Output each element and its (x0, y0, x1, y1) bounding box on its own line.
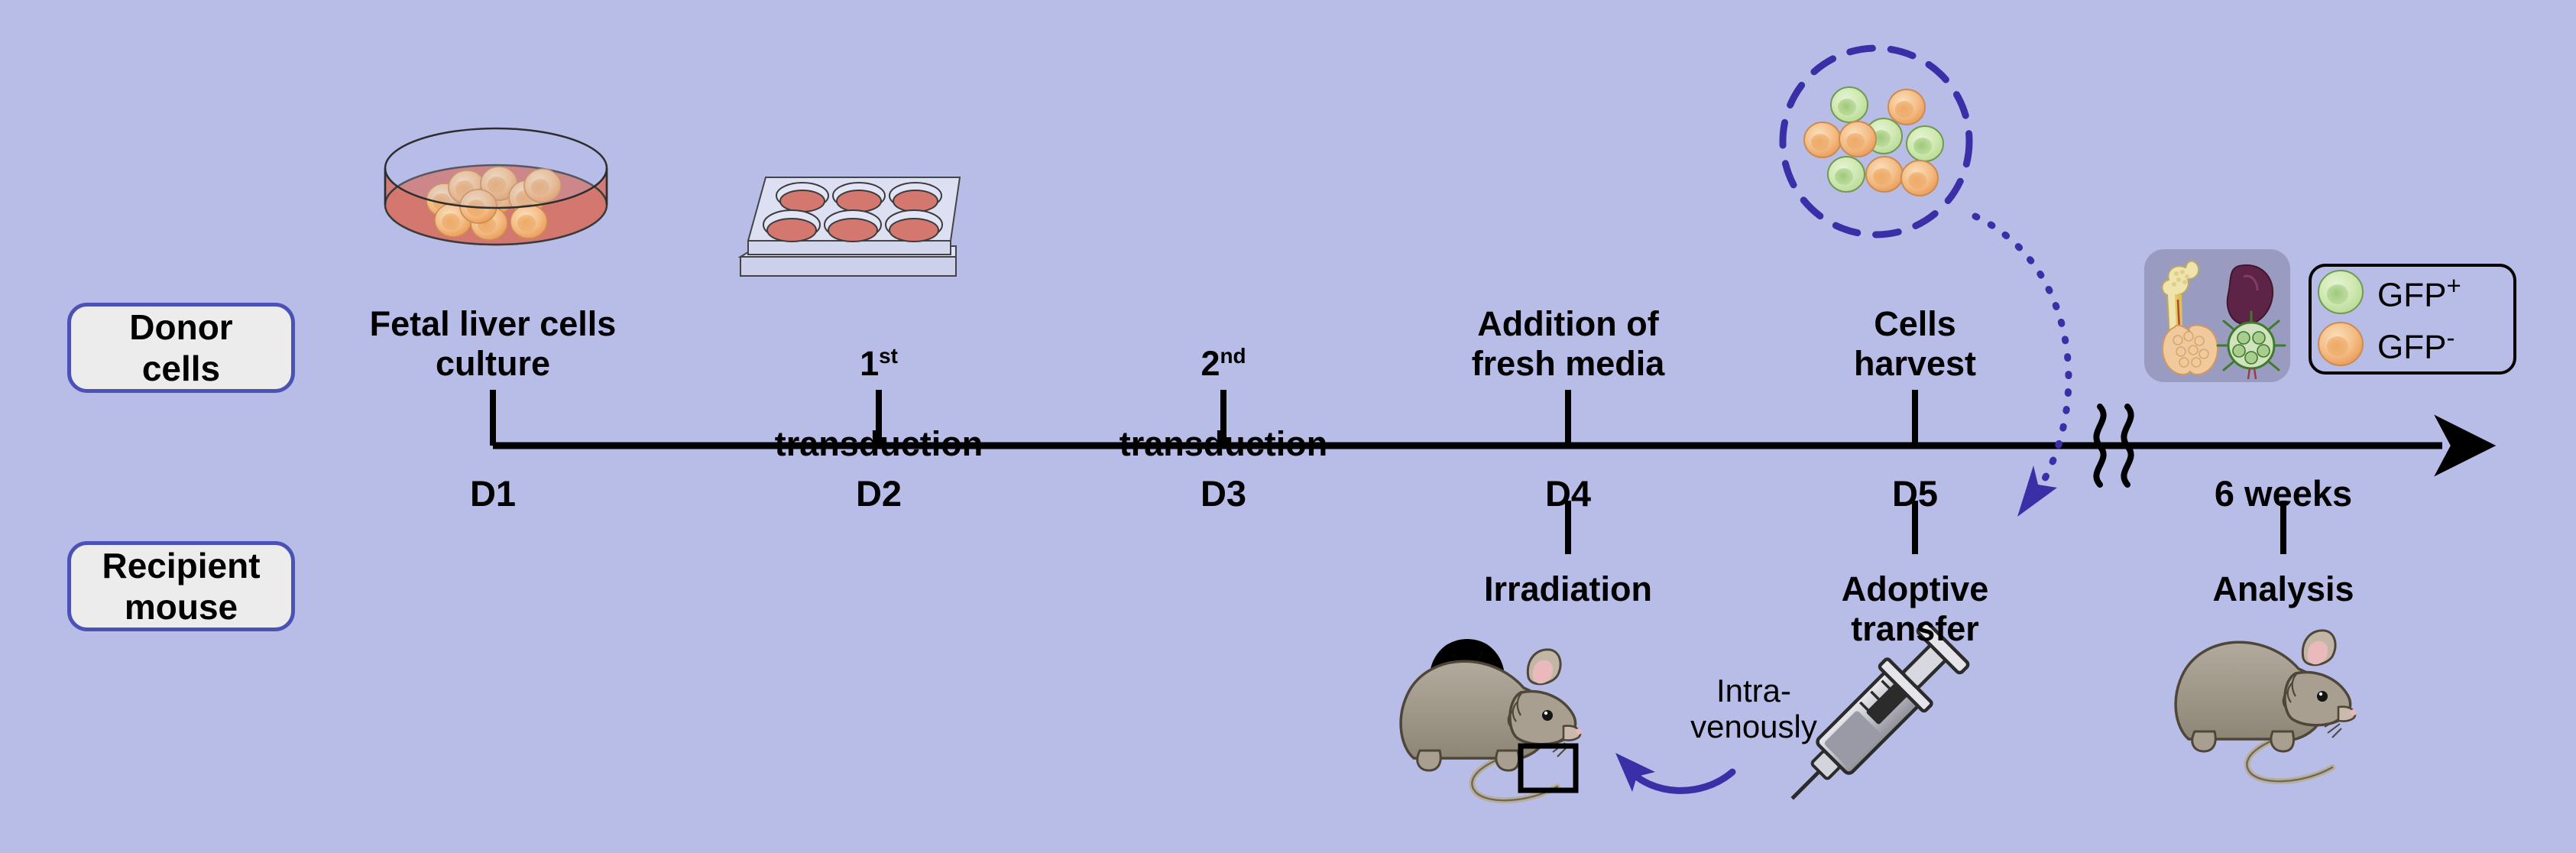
day-label-d5: D5 (1891, 473, 1939, 514)
gfp-legend: GFP+ GFP- (2309, 264, 2516, 375)
role-box-donor-cells: Donor cells (67, 303, 295, 393)
event-d3-ordinal: 2 (1201, 344, 1220, 384)
event-label-adoptive-transfer: Adoptive transfer (1841, 569, 1989, 649)
legend-cell-glyphs (2318, 270, 2364, 366)
timeline-axis (493, 404, 2497, 488)
day-label-d2: D2 (855, 473, 902, 514)
event-label-analysis: Analysis (2212, 569, 2354, 608)
analysis-mouse (2174, 629, 2357, 785)
timeline-ticks (490, 390, 2286, 554)
role-box-recipient-mouse: Recipient mouse (67, 541, 295, 631)
event-label-d3: 2nd transduction (1055, 304, 1392, 464)
tail-vein-highlight-box (1518, 743, 1579, 793)
event-label-d5: Cells harvest (1853, 304, 1977, 384)
route-label-intravenously: Intra- venously (1690, 673, 1817, 745)
legend-label-gfp-positive: GFP+ (2377, 271, 2461, 314)
role-label-donor: Donor cells (129, 306, 233, 388)
day-label-d1: D1 (469, 473, 517, 514)
legend-row-gfp-positive: GFP+ (2312, 267, 2513, 319)
event-d2-ordinal: 1 (860, 344, 880, 384)
axis-break-mark (2121, 404, 2134, 488)
organ-panel (2144, 249, 2290, 382)
day-label-d4: D4 (1544, 473, 1592, 514)
thymus-icon (2162, 324, 2218, 375)
event-d3-rest: transduction (1119, 423, 1328, 463)
event-d2-ordinal-suffix: st (879, 344, 898, 368)
irradiated-recipient-mouse (1399, 648, 1582, 804)
lymph-node-icon (2216, 310, 2286, 380)
event-label-d1: Fetal liver cells culture (369, 304, 617, 384)
role-label-recipient: Recipient mouse (102, 545, 261, 627)
injection-arrow (1615, 753, 1736, 794)
event-label-irradiation: Irradiation (1483, 569, 1653, 608)
harvested-cell-cluster (1779, 44, 1973, 238)
legend-row-gfp-negative: GFP- (2312, 319, 2513, 372)
syringe-icon (1790, 621, 1970, 800)
harvest-dashed-circle (1779, 44, 1973, 238)
event-d2-rest: transduction (774, 423, 983, 463)
harvest-dotted-arrow (1972, 212, 2072, 517)
event-label-d2: 1st transduction (711, 304, 1047, 464)
event-d3-ordinal-suffix: nd (1220, 344, 1246, 368)
day-label-d3: D3 (1200, 473, 1247, 514)
day-label-6-weeks: 6 weeks (2214, 473, 2353, 514)
petri-dish-with-cells (384, 127, 608, 246)
event-label-d4: Addition of fresh media (1471, 304, 1665, 384)
six-well-plate (737, 177, 961, 277)
legend-label-gfp-negative: GFP- (2377, 323, 2455, 367)
axis-break-mark (2093, 404, 2107, 488)
